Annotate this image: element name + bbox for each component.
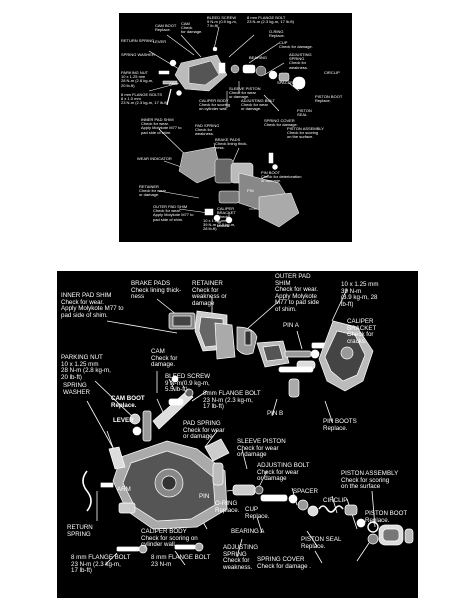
label-bearing: BEARING bbox=[249, 55, 268, 60]
label-outer-pad-shim: OUTER PAD SHIM Check for wear. Apply Mol… bbox=[275, 273, 320, 313]
top-exploded-drawing bbox=[148, 26, 306, 228]
label-cup: CUP Check for damage. bbox=[279, 40, 313, 50]
label-piston-boot: PISTON BOOT Replace. bbox=[365, 510, 408, 524]
label-o-ring: O-RING Replace. bbox=[215, 500, 240, 514]
label-adjusting-spring: ADJUSTING SPRING Check for weakness. bbox=[289, 52, 312, 70]
label-pin: PIN bbox=[247, 188, 254, 193]
label-retainer: RETAINER Check for weakness or damage bbox=[192, 280, 227, 307]
label-bleed-screw: BLEED SCREW 9 N-m(0.9 kg-m, 5.5 lb-ft) bbox=[165, 373, 211, 393]
label-parking-nut: PARKING NUT 10 x 1.25 mm 28 N-m (2.8 kg-… bbox=[61, 354, 111, 381]
label-wear-indicator: WEAR INDICATOR bbox=[137, 156, 172, 161]
label-pin: PIN bbox=[199, 493, 210, 500]
label-caliper-body: CALIPER BODY Check for scoring on cylind… bbox=[199, 98, 231, 112]
label-parking-nut: PARKING NUT 10 x 1.25 mm 28 N-m (2.8 kg-… bbox=[121, 70, 154, 88]
label-outer-pad-shim: OUTER PAD SHIM Check for wear. Apply Mol… bbox=[153, 204, 194, 222]
label-10mm-bolt: 10 x 1.25 mm 39 N-m (3.9 kg-m, 28 lb-ft) bbox=[341, 281, 379, 308]
label-pin-b: PIN B bbox=[267, 410, 284, 417]
bottom-exploded-view-panel: BRAKE PADS Check lining thick- ness RETA… bbox=[57, 271, 418, 598]
label-brake-pads: BRAKE PADS Check lining thick- ness. bbox=[215, 137, 248, 151]
label-caliper-bracket: CALIPER BRACKET Check for cracks. bbox=[347, 318, 377, 345]
label-inner-pad-shim: INNER PAD SHIM Check for wear. Apply Mol… bbox=[141, 117, 182, 135]
label-lever: LEVER bbox=[153, 39, 167, 44]
label-pin-boot: PIN BOOT Check for deterioration or dama… bbox=[261, 170, 302, 184]
label-cam: CAM Check for damage. bbox=[151, 348, 178, 368]
label-piston-assembly: PISTON ASSEMBLY Check for scoring on the… bbox=[287, 126, 324, 140]
label-arm: ARM bbox=[169, 81, 178, 86]
label-spring-cover: SPRING COVER Check for damage . bbox=[257, 556, 311, 570]
label-pad-spring: PAD SPRING Check for wear or damage bbox=[183, 420, 225, 440]
label-8mm-flange-bolt-left: 8 mm FLANGE BOLT 23 N-m (2.3 kg-m, 17 lb… bbox=[71, 554, 131, 574]
label-adjusting-bolt: ADJUSTING BOLT Check for wear or damage. bbox=[241, 98, 275, 112]
label-cup: CUP Replace. bbox=[245, 506, 270, 520]
label-piston-boot: PISTON BOOT Replace. bbox=[315, 94, 343, 104]
label-sleeve-piston: SLEEVE PISTON Check for wear or damage. bbox=[229, 86, 261, 100]
label-bleed-screw: BLEED SCREW 9 N-m (0.9 kg-m, 7 lb-ft) bbox=[207, 15, 238, 29]
label-spring-washer: SPRING WASHER bbox=[63, 382, 90, 396]
label-circlip: CIRCLIP bbox=[323, 497, 348, 504]
label-8mm-flange-bolts-b: 8 mm FLANGE BOLTS 8 x 1.0 mm 23 N-m (2.3… bbox=[121, 92, 168, 106]
label-8mm-flange-bolt-a: 8 mm FLANGE BOLT 23 N-m (2.3 kg-m, 17 lb… bbox=[247, 15, 294, 25]
label-spring-washer: SPRING WASHER bbox=[121, 52, 155, 57]
label-adjusting-spring: ADJUSTING SPRING Check for weakness. bbox=[223, 544, 259, 571]
label-return-spring: RETURN SPRING bbox=[67, 524, 93, 538]
label-adjusting-bolt: ADJUSTING BOLT Check for wear or damage bbox=[257, 462, 310, 482]
top-exploded-view-panel: CAM BOOT Replace. CAM Check for damage. … bbox=[119, 13, 352, 242]
label-pin-boots: PIN BOOTS Replace. bbox=[323, 418, 357, 432]
label-arm: ARM bbox=[117, 486, 131, 493]
label-retainer: RETAINER Check for wear or damage. bbox=[139, 184, 166, 198]
label-piston-assembly: PISTON ASSEMBLY Check for scoring on the… bbox=[341, 470, 399, 490]
label-10mm-bolt: 10 x 1.25 mm 39 N-m (3.9 kg-m, 28 lb-ft) bbox=[203, 218, 236, 232]
label-spring-cover: SPRING COVER Check for damage. bbox=[264, 118, 298, 128]
label-lever: LEVER bbox=[113, 417, 134, 424]
label-piston-seal: PISTON SEAL bbox=[297, 108, 312, 118]
label-circlip: CIRCLIP bbox=[324, 70, 340, 75]
label-8mm-flange-bolt-center: 8 mm FLANGE BOLT 23 N-m bbox=[151, 554, 211, 568]
bottom-exploded-drawing bbox=[82, 288, 414, 566]
label-o-ring: O-RING Replace. bbox=[269, 29, 285, 39]
label-pad-spring: PAD SPRING Check for weakness. bbox=[195, 123, 220, 137]
label-cam-boot: CAM BOOT Replace. bbox=[155, 23, 177, 33]
label-cam-boot: CAM BOOT Replace. bbox=[111, 395, 145, 409]
label-brake-pads: BRAKE PADS Check lining thick- ness bbox=[131, 280, 182, 300]
label-caliper-body: CALIPER BODY Check for scoring on cylind… bbox=[141, 528, 198, 548]
label-bearing-a: BEARING A bbox=[231, 528, 265, 535]
label-caliper-bracket: CALIPER BRACKET Check for cracks. bbox=[217, 206, 236, 228]
label-spacer: SPACER bbox=[277, 80, 294, 85]
label-pin-a: PIN A bbox=[283, 322, 299, 329]
label-sleeve-piston: SLEEVE PISTON Check for wear or damage bbox=[237, 438, 286, 458]
label-piston-seal: PISTON SEAL Replace. bbox=[301, 536, 342, 550]
label-cam: CAM Check for damage. bbox=[181, 21, 203, 35]
label-8mm-flange-bolt-top: 8mm FLANGE BOLT 23 N-m (2.3 kg-m, 17 lb-… bbox=[203, 390, 261, 410]
label-return-spring: RETURN SPRING bbox=[121, 38, 155, 43]
label-spacer: SPACER bbox=[293, 488, 318, 495]
label-inner-pad-shim: INNER PAD SHIM Check for wear. Apply Mol… bbox=[61, 292, 124, 319]
